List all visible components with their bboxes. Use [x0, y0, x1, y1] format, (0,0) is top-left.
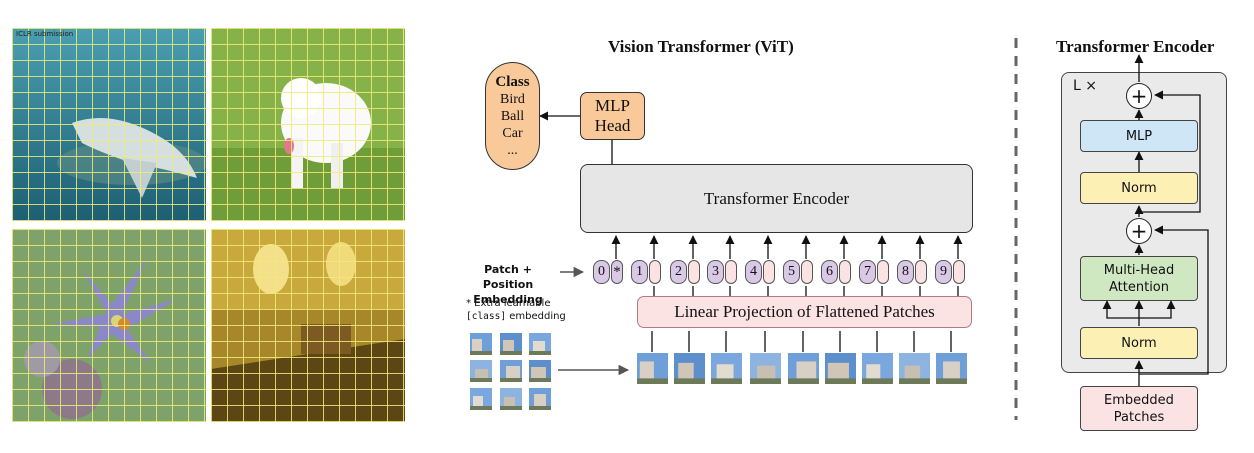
- token-position-number: 0: [593, 260, 610, 284]
- mlp-head-line1: MLP: [595, 96, 630, 115]
- token-position-number: 5: [783, 260, 800, 284]
- patch-token: 1: [631, 260, 661, 284]
- patch-position-embedding-label: Patch + Position Embedding: [458, 262, 558, 307]
- patch-token: 6: [821, 260, 851, 284]
- patch-embedding-cell: [725, 260, 737, 284]
- transformer-encoder-box: Transformer Encoder: [580, 164, 973, 233]
- image-patch-thumbnail: [529, 388, 551, 410]
- note-line1: * Extra learnable: [466, 298, 551, 309]
- token-position-number: 9: [935, 260, 952, 284]
- image-patch-thumbnail: [470, 360, 492, 382]
- photo-dog: [211, 28, 405, 221]
- patch-embedding-cell: [801, 260, 813, 284]
- linear-projection-box: Linear Projection of Flattened Patches: [637, 296, 972, 328]
- embedded-patches-box: Embedded Patches: [1080, 386, 1198, 431]
- encoder-detail-title: Transformer Encoder: [1056, 37, 1215, 56]
- note-code: [class]: [466, 311, 507, 322]
- image-patch-thumbnail: [470, 388, 492, 410]
- patch-embedding-cell: [839, 260, 851, 284]
- photo-flower: [12, 229, 206, 422]
- patch-embedding-cell: [877, 260, 889, 284]
- pe-label-line1: Patch + Position: [482, 263, 534, 291]
- vit-title: Vision Transformer (ViT): [608, 37, 794, 56]
- patch-embedding-cell: [915, 260, 927, 284]
- embedded-line2: Patches: [1113, 409, 1165, 425]
- token-position-number: 1: [631, 260, 648, 284]
- class-token-marker: *: [611, 260, 623, 284]
- class-item: Bird: [500, 91, 525, 107]
- image-patch-thumbnail: [500, 333, 522, 355]
- pe-label-line2: Embedding: [473, 293, 543, 306]
- patch-token: 5: [783, 260, 813, 284]
- residual-add-top: +: [1126, 83, 1152, 109]
- norm-top-label: Norm: [1121, 180, 1157, 196]
- sequence-patch-thumbnail: [825, 353, 856, 384]
- multi-head-attention-box: Multi-Head Attention: [1080, 256, 1198, 301]
- token-position-number: 2: [670, 260, 687, 284]
- class-item: Car: [502, 125, 523, 141]
- class-heading: Class: [495, 73, 530, 90]
- mlp-head-box: MLP Head: [580, 92, 645, 140]
- note-rest: embedding: [506, 311, 566, 322]
- patch-token: 9: [935, 260, 965, 284]
- mlp-box: MLP: [1080, 120, 1198, 152]
- transformer-encoder-label: Transformer Encoder: [703, 188, 850, 208]
- token-position-number: 6: [821, 260, 838, 284]
- class-item: Ball: [500, 108, 525, 124]
- patch-embedding-cell: [953, 260, 965, 284]
- image-patch-thumbnail: [500, 388, 522, 410]
- sequence-patch-thumbnail: [936, 353, 967, 384]
- token-position-number: 8: [897, 260, 914, 284]
- sequence-patch-thumbnail: [862, 353, 893, 384]
- patch-token: 2: [670, 260, 700, 284]
- sequence-patch-thumbnail: [711, 353, 742, 384]
- mlp-label: MLP: [1125, 128, 1153, 144]
- embedded-line1: Embedded: [1104, 392, 1174, 408]
- patch-embedding-cell: [649, 260, 661, 284]
- image-patch-thumbnail: [500, 360, 522, 382]
- patch-token: 3: [707, 260, 737, 284]
- photo-cafe: [211, 229, 405, 422]
- photo-watermark: ICLR submission: [16, 30, 74, 38]
- sequence-patch-thumbnail: [899, 353, 930, 384]
- repeat-label: L ×: [1073, 78, 1097, 94]
- photo-shark: ICLR submission: [12, 28, 206, 221]
- patch-embedding-cell: [688, 260, 700, 284]
- norm-bottom-label: Norm: [1121, 335, 1157, 351]
- image-patch-thumbnail: [529, 333, 551, 355]
- class-output-box: Class Bird Ball Car ...: [485, 62, 540, 170]
- norm-top-box: Norm: [1080, 172, 1198, 204]
- image-patch-thumbnail: [470, 333, 492, 355]
- token-position-number: 7: [859, 260, 876, 284]
- linear-projection-label: Linear Projection of Flattened Patches: [674, 302, 935, 321]
- patch-token: 8: [897, 260, 927, 284]
- sequence-patch-thumbnail: [637, 353, 668, 384]
- token-position-number: 3: [707, 260, 724, 284]
- sequence-patch-thumbnail: [674, 353, 705, 384]
- mlp-head-line2: Head: [594, 116, 631, 135]
- image-patch-thumbnail: [529, 360, 551, 382]
- attention-line1: Multi-Head: [1103, 262, 1175, 278]
- class-token: 0*: [593, 260, 623, 284]
- class-item: ...: [507, 142, 518, 158]
- patch-token: 7: [859, 260, 889, 284]
- sequence-patch-thumbnail: [750, 353, 781, 384]
- norm-bottom-box: Norm: [1080, 327, 1198, 359]
- residual-add-bottom: +: [1126, 218, 1152, 244]
- extra-learnable-note: * Extra learnable [class] embedding: [466, 297, 566, 323]
- patch-embedding-cell: [763, 260, 775, 284]
- sequence-patch-thumbnail: [788, 353, 819, 384]
- attention-line2: Attention: [1109, 279, 1169, 295]
- token-position-number: 4: [745, 260, 762, 284]
- patch-token: 4: [745, 260, 775, 284]
